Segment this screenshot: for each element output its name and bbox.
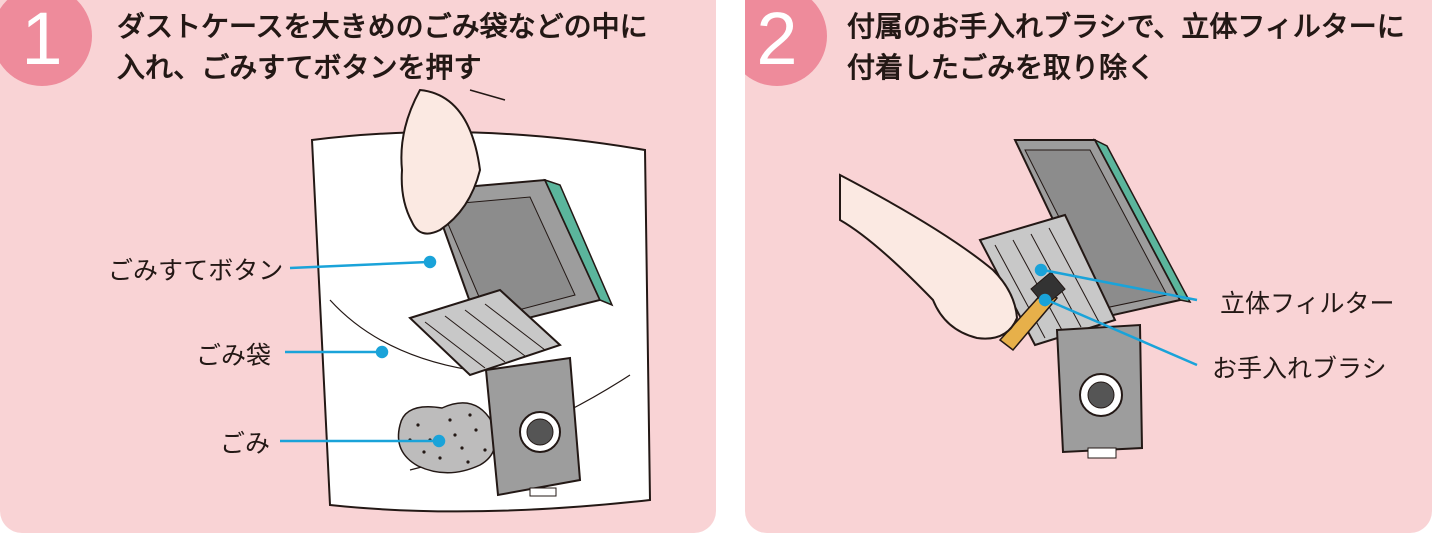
step-2-instruction: 付属のお手入れブラシで、立体フィルターに 付着したごみを取り除く: [847, 6, 1427, 88]
step-1-instruction-line-1: ダストケースを大きめのごみ袋などの中に: [117, 10, 648, 43]
step-1-illustration: [280, 88, 652, 513]
step-1-instruction-line-2: 入れ、ごみすてボタンを押す: [117, 51, 482, 84]
hand: [400, 88, 482, 235]
step-2-instruction-line-1: 付属のお手入れブラシで、立体フィルターに: [847, 10, 1405, 43]
hand: [839, 173, 1019, 340]
step-2-instruction-line-2: 付着したごみを取り除く: [847, 51, 1156, 84]
step-1-number: 1: [21, 0, 63, 80]
callout-3d-filter: 立体フィルター: [1220, 289, 1395, 318]
step-1-panel: 1 ダストケースを大きめのごみ袋などの中に 入れ、ごみすてボタンを押す: [0, 0, 716, 533]
callout-cleaning-brush: お手入れブラシ: [1212, 354, 1387, 383]
dust-pile: [397, 402, 497, 474]
callout-dust-button: ごみすてボタン: [108, 256, 284, 285]
step-1-instruction: ダストケースを大きめのごみ袋などの中に 入れ、ごみすてボタンを押す: [117, 6, 707, 88]
callout-garbage-bag: ごみ袋: [196, 341, 272, 370]
step-1-number-badge: 1: [0, 0, 92, 86]
step-2-panel: 2 付属のお手入れブラシで、立体フィルターに 付着したごみを取り除く: [745, 0, 1432, 533]
step-2-number: 2: [756, 0, 798, 80]
step-2-illustration: [839, 138, 1198, 459]
dust-case-open: [978, 138, 1192, 459]
step-2-number-badge: 2: [745, 0, 827, 86]
callout-dust: ごみ: [220, 429, 271, 458]
dust-case: [408, 178, 614, 497]
